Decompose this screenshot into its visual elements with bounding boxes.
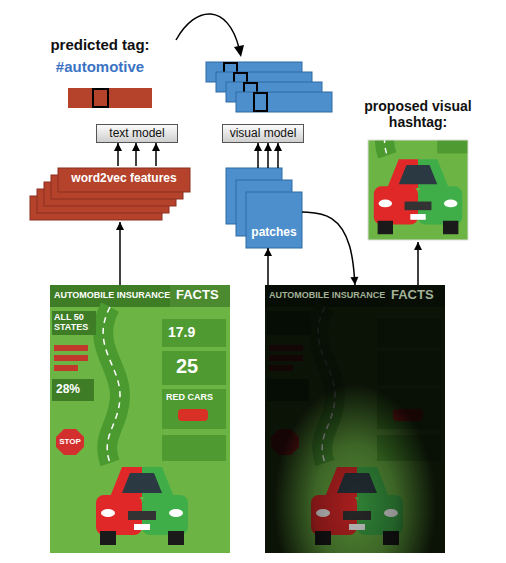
model-box: text model — [96, 124, 178, 143]
predicted-tag-output: predicted tag: #automotive — [20, 32, 180, 110]
flow-arrow — [264, 248, 272, 285]
node-label: 25 — [176, 355, 198, 377]
node-label: AUTOMOBILE INSURANCE — [269, 291, 385, 301]
arrow-head — [152, 143, 160, 151]
flow-arrow — [116, 222, 124, 285]
arrow-head — [264, 248, 272, 256]
node-label: 28% — [56, 383, 80, 396]
infographic-image — [50, 285, 230, 553]
arrow-head — [132, 143, 140, 151]
flow-arrow — [302, 212, 358, 285]
node-label: AUTOMOBILE INSURANCE — [54, 291, 170, 301]
heading-label: proposed visual hashtag: — [355, 98, 481, 130]
infographic-image-dimmed — [265, 285, 445, 553]
dim-overlay — [265, 285, 445, 553]
node-label: 17.9 — [168, 325, 195, 340]
patch-stack: patches — [226, 168, 302, 248]
heading-label: #automotive — [20, 58, 180, 76]
arrow-line — [119, 222, 121, 285]
tag-to-visual-arrow — [176, 14, 244, 57]
red-output-bar — [68, 88, 152, 108]
flow-arrow — [254, 143, 282, 168]
thumbnail-frame — [368, 140, 468, 240]
model-box: visual model — [222, 124, 304, 143]
node-label: STOP — [56, 438, 84, 447]
node-label: word2vec features — [58, 170, 190, 186]
node-label: text model — [109, 126, 164, 141]
patch-stack — [226, 168, 302, 248]
node-label: RED CARS — [166, 393, 213, 403]
node-label: patches — [246, 224, 302, 240]
attention-map: AUTOMOBILE INSURANCE FACTS — [265, 285, 445, 553]
node-label: FACTS — [176, 288, 219, 302]
arrow-head — [114, 143, 122, 151]
hashtag-thumbnail — [330, 0, 503, 242]
node-label: visual model — [230, 126, 297, 141]
flow-arrow — [114, 143, 160, 166]
feature-stack: word2vec features — [28, 166, 194, 222]
thumbnail-crop — [330, 0, 503, 242]
flow-arrow — [414, 242, 422, 285]
arrow-head — [254, 143, 262, 151]
heading-label: predicted tag: — [20, 36, 180, 54]
attention-spotlight — [265, 285, 445, 553]
blue-output-stack — [206, 62, 332, 112]
visual-hashtag-output: proposed visual hashtag: — [355, 96, 481, 242]
arrow-head — [264, 143, 272, 151]
word2vec-stack — [30, 168, 190, 220]
infographic-input: AUTOMOBILE INSURANCE FACTS ALL 50 STATES 17… — [50, 285, 230, 553]
arrow-line — [302, 212, 355, 285]
arrow-head — [350, 277, 358, 285]
arrow-head — [116, 222, 124, 230]
arrow-head — [414, 242, 422, 250]
node-label: ALL 50 STATES — [54, 313, 96, 333]
arrow-head — [274, 143, 282, 151]
node-label: FACTS — [391, 288, 434, 302]
